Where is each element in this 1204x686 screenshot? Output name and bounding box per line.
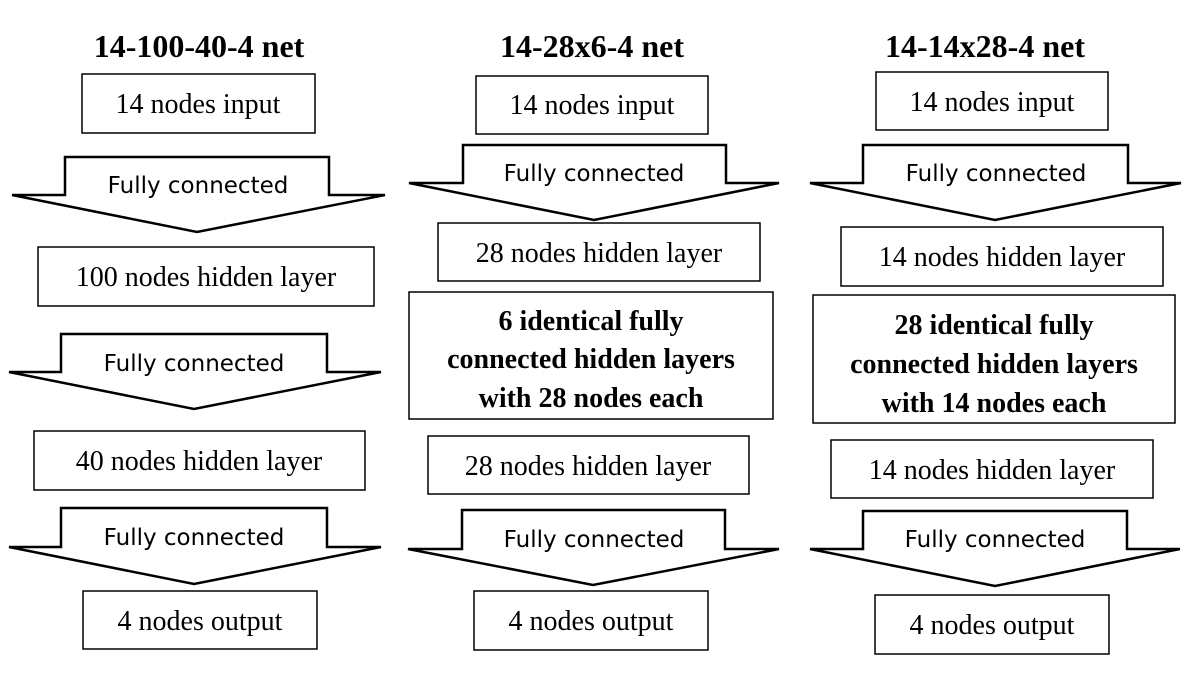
layer-box-input: 14 nodes input bbox=[81, 73, 316, 134]
arrow-label: Fully connected bbox=[108, 173, 289, 199]
layer-box-label: 14 nodes input bbox=[116, 89, 281, 120]
identical-layers-line: 6 identical fully bbox=[498, 306, 683, 337]
identical-layers-line: 28 identical fully bbox=[894, 310, 1093, 341]
column-title: 14-14x28-4 net bbox=[885, 28, 1085, 64]
layer-box-label: 4 nodes output bbox=[910, 610, 1075, 641]
identical-layers-line: with 14 nodes each bbox=[882, 388, 1107, 419]
fully-connected-arrow: Fully connected bbox=[809, 509, 1181, 588]
layer-box-output: 4 nodes output bbox=[473, 590, 709, 651]
fully-connected-arrow: Fully connected bbox=[8, 332, 382, 411]
layer-box-label: 28 nodes hidden layer bbox=[465, 451, 712, 482]
layer-box-label: 14 nodes input bbox=[510, 90, 675, 121]
layer-box-hidden: 14 nodes hidden layer bbox=[840, 226, 1164, 287]
fully-connected-arrow: Fully connected bbox=[11, 155, 386, 234]
column-title: 14-100-40-4 net bbox=[94, 28, 305, 64]
column-title: 14-28x6-4 net bbox=[500, 28, 684, 64]
column-net3: 14-14x28-4 net 14 nodes input Fully conn… bbox=[809, 28, 1182, 655]
column-net2: 14-28x6-4 net 14 nodes input Fully conne… bbox=[407, 28, 780, 651]
column-net1: 14-100-40-4 net 14 nodes input Fully con… bbox=[8, 28, 386, 650]
arrow-label: Fully connected bbox=[104, 351, 285, 377]
layer-box-label: 28 nodes hidden layer bbox=[476, 238, 723, 269]
layer-box-input: 14 nodes input bbox=[875, 71, 1109, 131]
layer-box-hidden: 100 nodes hidden layer bbox=[37, 246, 375, 307]
layer-box-label: 4 nodes output bbox=[118, 606, 283, 637]
fully-connected-arrow: Fully connected bbox=[407, 508, 780, 587]
identical-layers-box: 6 identical fully connected hidden layer… bbox=[408, 291, 774, 420]
layer-box-label: 14 nodes hidden layer bbox=[869, 455, 1116, 486]
arrow-label: Fully connected bbox=[104, 525, 285, 551]
identical-layers-line: connected hidden layers bbox=[850, 349, 1138, 380]
layer-box-label: 14 nodes hidden layer bbox=[879, 242, 1126, 273]
identical-layers-line: with 28 nodes each bbox=[479, 383, 704, 414]
layer-box-hidden: 28 nodes hidden layer bbox=[437, 222, 761, 282]
fully-connected-arrow: Fully connected bbox=[8, 506, 382, 586]
layer-box-hidden: 40 nodes hidden layer bbox=[33, 430, 366, 491]
layer-box-label: 40 nodes hidden layer bbox=[76, 446, 323, 477]
fully-connected-arrow: Fully connected bbox=[408, 143, 780, 222]
layer-box-hidden: 14 nodes hidden layer bbox=[830, 439, 1154, 499]
layer-box-output: 4 nodes output bbox=[82, 590, 318, 650]
arrow-label: Fully connected bbox=[504, 527, 685, 553]
arrow-label: Fully connected bbox=[504, 161, 685, 187]
layer-box-hidden: 28 nodes hidden layer bbox=[427, 435, 750, 495]
layer-box-output: 4 nodes output bbox=[874, 594, 1110, 655]
layer-box-input: 14 nodes input bbox=[475, 75, 709, 135]
arrow-label: Fully connected bbox=[905, 527, 1086, 553]
fully-connected-arrow: Fully connected bbox=[809, 143, 1182, 222]
identical-layers-line: connected hidden layers bbox=[447, 344, 735, 375]
layer-box-label: 100 nodes hidden layer bbox=[76, 262, 337, 293]
arrow-label: Fully connected bbox=[906, 161, 1087, 187]
layer-box-label: 4 nodes output bbox=[509, 606, 674, 637]
identical-layers-box: 28 identical fully connected hidden laye… bbox=[812, 294, 1176, 424]
layer-box-label: 14 nodes input bbox=[910, 87, 1075, 118]
